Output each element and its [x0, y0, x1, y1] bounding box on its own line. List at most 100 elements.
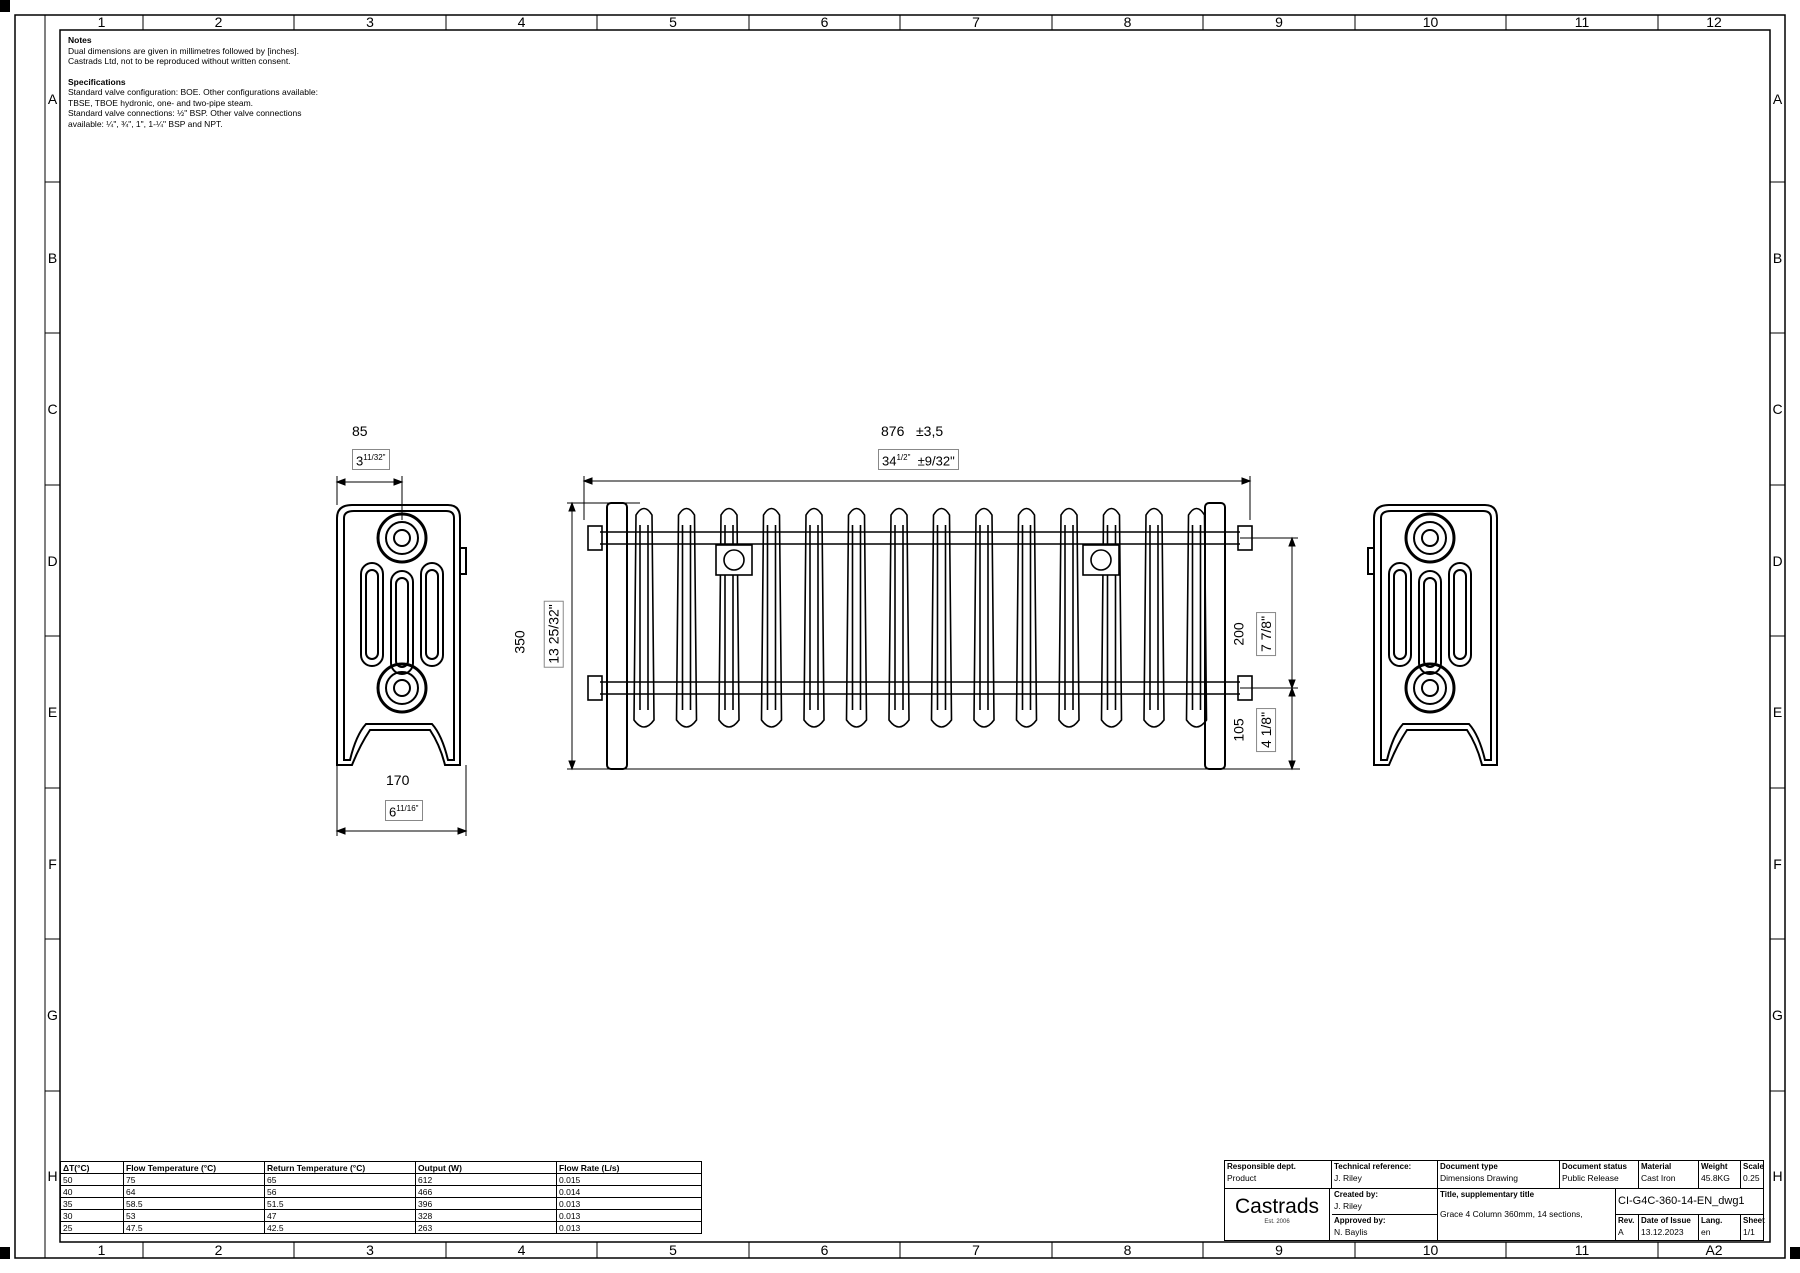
side-view-left [336, 504, 467, 766]
title-cell: Title, supplementary title Grace 4 Colum… [1438, 1189, 1616, 1241]
row-label: E [1772, 704, 1783, 720]
height-inches: 13 25/32" [543, 600, 564, 668]
notes-heading: Notes [68, 35, 92, 45]
column-label: 11 [1574, 1242, 1590, 1258]
floor-height-mm: 105 [1230, 718, 1247, 742]
corner-mark [0, 0, 10, 12]
table-cell: 35 [60, 1197, 124, 1210]
column-label: 12 [1706, 14, 1722, 30]
row-label: B [47, 250, 58, 266]
row-label: C [1772, 401, 1783, 417]
row-label: A [1772, 91, 1783, 107]
width-inches: 611/16" [385, 800, 423, 822]
material-label: Material [1641, 1162, 1672, 1171]
weight-value: 45.8KG [1701, 1173, 1730, 1183]
notes-block: Notes Dual dimensions are given in milli… [68, 35, 368, 129]
table-row: 30 53 47 328 0.013 [60, 1209, 702, 1222]
approved-by-value: N. Baylis [1334, 1227, 1368, 1237]
row-label: H [47, 1168, 58, 1184]
table-cell: 56 [264, 1185, 416, 1198]
table-cell: 328 [415, 1209, 557, 1222]
column-label: 3 [366, 14, 374, 30]
table-cell: 58.5 [123, 1197, 265, 1210]
table-cell: 40 [60, 1185, 124, 1198]
table-cell: 0.013 [556, 1221, 702, 1234]
notes-line: Dual dimensions are given in millimetres… [68, 45, 300, 56]
document-type-label: Document type [1440, 1162, 1498, 1171]
table-row: 50 75 65 612 0.015 [60, 1173, 702, 1186]
centres-inches: 7 7/8" [1256, 611, 1277, 657]
column-label: 7 [972, 14, 980, 30]
centres-mm: 200 [1230, 622, 1247, 646]
depth-inches-fraction: 11/32" [363, 453, 386, 462]
table-cell: 53 [123, 1209, 265, 1222]
width-inches-whole: 6 [389, 804, 397, 820]
document-status-cell: Document status Public Release [1560, 1161, 1639, 1189]
table-cell: 51.5 [264, 1197, 416, 1210]
column-label: 6 [820, 14, 829, 30]
column-label: 5 [669, 1242, 677, 1258]
technical-reference-value: J. Riley [1334, 1173, 1362, 1183]
row-label: B [1772, 250, 1783, 266]
table-cell: 47.5 [123, 1221, 265, 1234]
specifications-line: TBSE, TBOE hydronic, one- and two-pipe s… [68, 97, 254, 108]
date-of-issue-value: 13.12.2023 [1641, 1227, 1684, 1237]
column-label: 3 [366, 1242, 374, 1258]
front-view [587, 502, 1253, 770]
date-of-issue-label: Date of Issue [1641, 1216, 1691, 1225]
depth-mm: 85 [352, 423, 368, 439]
depth-inches: 311/32" [352, 449, 390, 471]
column-label: 10 [1422, 1242, 1439, 1258]
table-cell: 64 [123, 1185, 265, 1198]
castrads-logo: Castrads Est. 2006 [1225, 1189, 1330, 1241]
table-row: 35 58.5 51.5 396 0.013 [60, 1197, 702, 1210]
length-tolerance: ±3,5 [916, 423, 944, 439]
table-cell: 47 [264, 1209, 416, 1222]
row-label: G [1772, 1007, 1783, 1023]
language-value: en [1701, 1227, 1711, 1237]
row-label: C [47, 401, 58, 417]
length-mm: 876 [881, 423, 905, 439]
column-label: 10 [1422, 14, 1439, 30]
title-label: Title, supplementary title [1440, 1190, 1535, 1199]
column-label: 11 [1574, 14, 1590, 30]
revision-value: A [1618, 1227, 1624, 1237]
column-label: 5 [669, 14, 677, 30]
logo-name: Castrads [1234, 1195, 1320, 1218]
column-label: A2 [1705, 1242, 1723, 1258]
table-cell: 396 [415, 1197, 557, 1210]
floor-height-inches: 4 1/8" [1256, 707, 1277, 753]
table-header: ΔT(°C) [60, 1161, 124, 1174]
sheet-cell: Sheet 1/1 [1741, 1215, 1765, 1241]
length-inches-whole: 34 [882, 453, 897, 469]
title-block: Responsible dept. Product Technical refe… [1224, 1160, 1765, 1241]
approved-by-label: Approved by: [1334, 1216, 1386, 1225]
column-label: 2 [214, 1242, 223, 1258]
length-inches-fraction: 1/2" [896, 453, 911, 462]
created-by-value: J. Riley [1334, 1201, 1362, 1211]
title-value: Grace 4 Column 360mm, 14 sections, [1440, 1209, 1583, 1219]
length-inches: 341/2" ±9/32" [878, 449, 959, 471]
language-label: Lang. [1701, 1216, 1723, 1225]
created-by-cell: Created by: J. Riley [1332, 1189, 1438, 1215]
technical-reference-label: Technical reference: [1334, 1162, 1412, 1171]
side-view-right [1367, 504, 1498, 766]
table-header: Output (W) [415, 1161, 557, 1174]
responsible-dept-value: Product [1227, 1173, 1257, 1183]
responsible-dept-label: Responsible dept. [1227, 1162, 1296, 1171]
row-label: H [1772, 1168, 1783, 1184]
table-cell: 466 [415, 1185, 557, 1198]
sheet-value: 1/1 [1743, 1227, 1755, 1237]
table-cell: 0.014 [556, 1185, 702, 1198]
table-cell: 0.015 [556, 1173, 702, 1186]
table-cell: 0.013 [556, 1197, 702, 1210]
performance-table: ΔT(°C) Flow Temperature (°C) Return Temp… [60, 1161, 702, 1234]
table-cell: 65 [264, 1173, 416, 1186]
document-status-label: Document status [1562, 1162, 1627, 1171]
column-label: 8 [1123, 1242, 1132, 1258]
table-cell: 263 [415, 1221, 557, 1234]
column-label: 1 [97, 1242, 106, 1258]
table-header-row: ΔT(°C) Flow Temperature (°C) Return Temp… [60, 1161, 702, 1174]
table-header: Flow Rate (L/s) [556, 1161, 702, 1174]
